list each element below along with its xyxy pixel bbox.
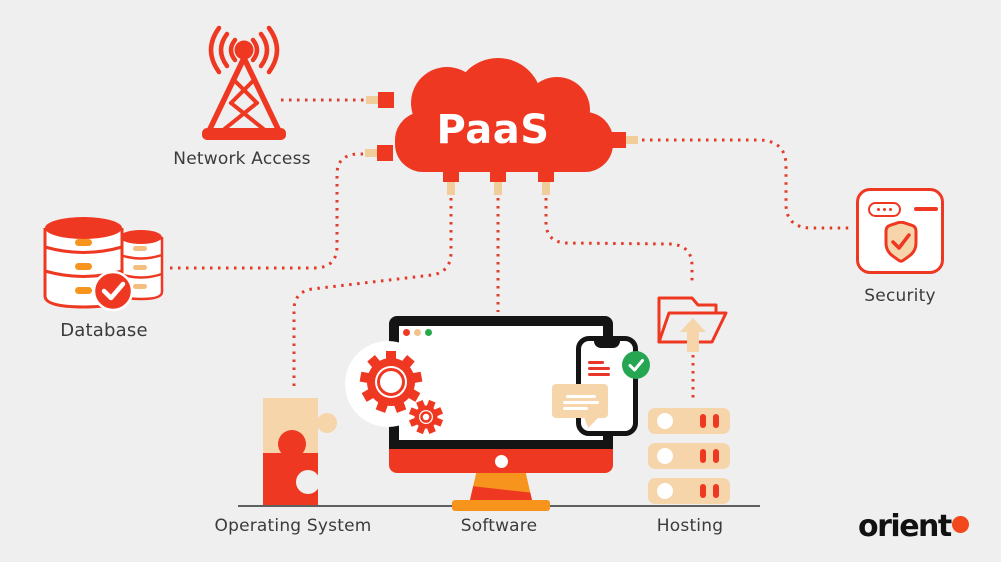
connector-database bbox=[170, 152, 363, 270]
small-gear-icon bbox=[408, 399, 444, 435]
port-stem bbox=[365, 149, 377, 157]
label-database: Database bbox=[60, 320, 148, 341]
check-badge-green-icon bbox=[622, 351, 650, 379]
label-software: Software bbox=[460, 516, 538, 536]
phone-text-line bbox=[588, 367, 610, 370]
window-dot-red bbox=[403, 329, 410, 336]
label-operating-system: Operating System bbox=[214, 516, 372, 536]
chat-bubble-icon bbox=[552, 384, 608, 418]
cloud-port-bottom-3 bbox=[538, 166, 554, 182]
brand-logo-dot-icon bbox=[951, 516, 969, 533]
port-stem bbox=[626, 136, 638, 144]
puzzle-piece-icon bbox=[263, 398, 337, 505]
paas-cloud: PaaS bbox=[395, 57, 613, 172]
phone-text-line bbox=[588, 361, 604, 364]
window-dot-green bbox=[425, 329, 432, 336]
check-badge-icon bbox=[92, 270, 134, 312]
big-gear-icon bbox=[359, 351, 423, 413]
monitor-stand bbox=[470, 473, 532, 500]
upload-arrow-icon bbox=[680, 318, 706, 352]
port-stem bbox=[494, 182, 502, 195]
cloud-title: PaaS bbox=[436, 107, 550, 153]
gears-icon bbox=[345, 341, 444, 435]
port-stem bbox=[366, 96, 378, 104]
security-pill-icon bbox=[868, 202, 901, 217]
folder-upload-icon bbox=[657, 296, 728, 352]
chat-bubble-tail bbox=[584, 417, 599, 428]
cloud-port-left-upper bbox=[378, 92, 394, 108]
phone-text-line bbox=[588, 373, 610, 376]
cloud-port-bottom-1 bbox=[443, 166, 459, 182]
cloud-port-left-lower bbox=[377, 145, 393, 161]
monitor-stand-base bbox=[452, 500, 550, 511]
cloud-base bbox=[395, 112, 613, 172]
server-unit bbox=[648, 478, 730, 504]
label-network-access: Network Access bbox=[173, 149, 311, 169]
brand-logo-text: orient bbox=[858, 509, 952, 544]
radio-tower-icon bbox=[202, 25, 286, 140]
window-dot-beige bbox=[414, 329, 421, 336]
connector-security bbox=[642, 138, 853, 230]
port-stem bbox=[447, 182, 455, 195]
phone-notch bbox=[594, 341, 620, 348]
cloud-port-bottom-2 bbox=[490, 166, 506, 182]
monitor-button bbox=[495, 455, 508, 468]
security-dash bbox=[914, 207, 938, 211]
security-card-icon bbox=[856, 188, 944, 274]
brand-logo: orient bbox=[858, 511, 969, 543]
server-unit bbox=[648, 443, 730, 469]
label-security: Security bbox=[864, 286, 936, 306]
label-hosting: Hosting bbox=[656, 516, 724, 536]
port-stem bbox=[542, 182, 550, 195]
shield-check-icon bbox=[884, 221, 918, 263]
server-unit bbox=[648, 408, 730, 434]
database-cylinders-icon bbox=[43, 217, 164, 312]
connector-hosting bbox=[544, 198, 694, 285]
cloud-port-right bbox=[610, 132, 626, 148]
